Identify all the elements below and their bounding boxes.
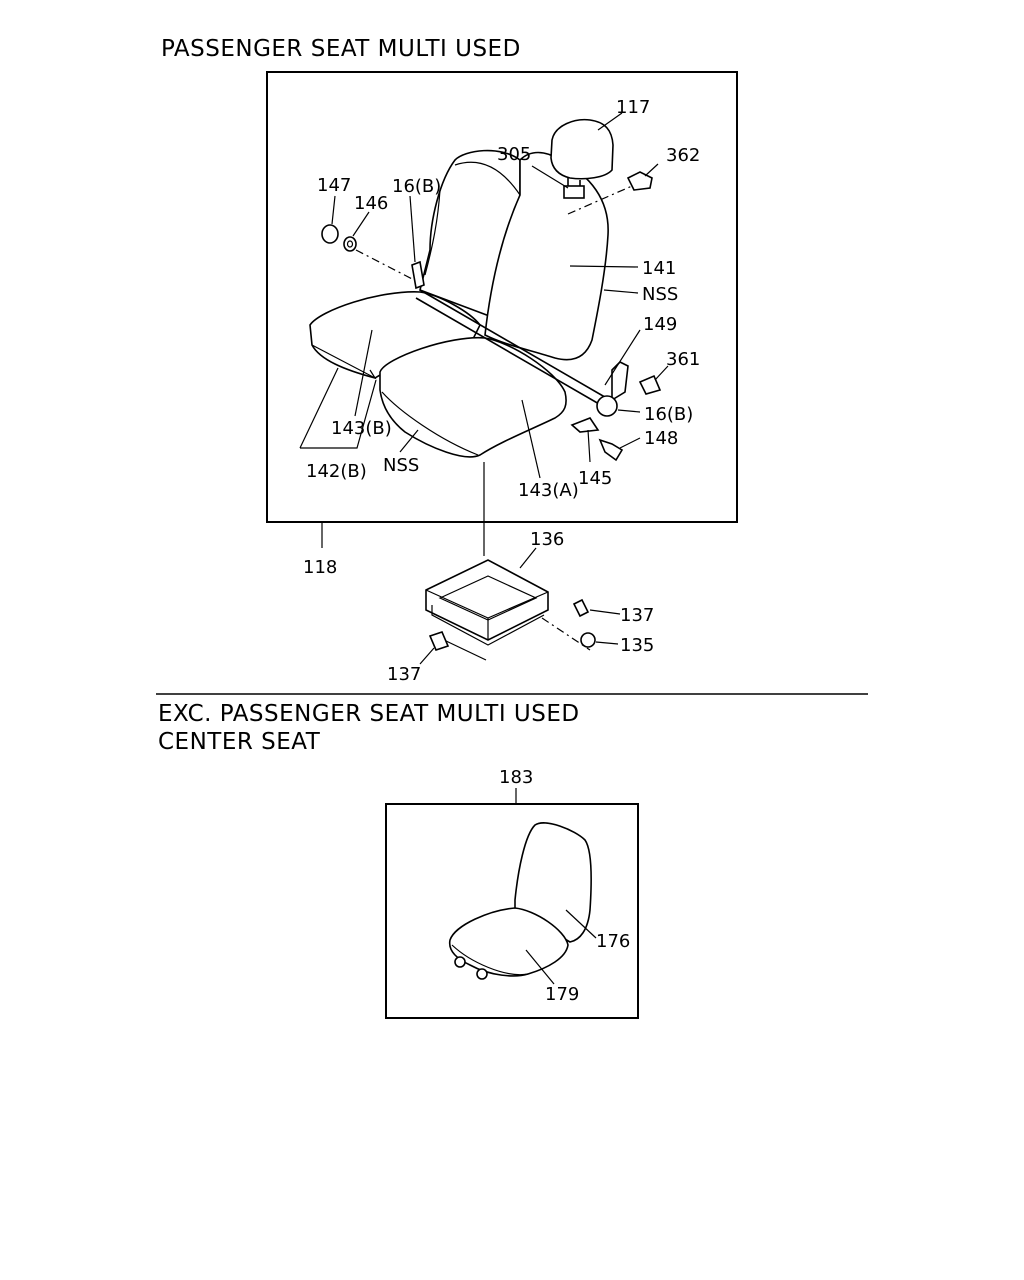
- seat-cushion-left: [309, 291, 481, 380]
- lever-145: [570, 417, 600, 433]
- callout-135: 135: [620, 635, 654, 656]
- callout-16b-right: 16(B): [644, 404, 693, 425]
- callout-118: 118: [303, 557, 337, 578]
- washer-146: [343, 236, 357, 252]
- callout-136: 136: [530, 529, 564, 550]
- nut-147: [321, 224, 339, 244]
- callout-137-left: 137: [387, 664, 421, 685]
- callout-179: 179: [545, 984, 579, 1005]
- callout-361: 361: [666, 349, 700, 370]
- callout-nss-cushion: NSS: [383, 455, 419, 476]
- callout-137-right: 137: [620, 605, 654, 626]
- callout-148: 148: [644, 428, 678, 449]
- center-seat-frame: [385, 803, 639, 1019]
- bolt-137-right: [572, 598, 590, 618]
- callout-143a: 143(A): [518, 480, 579, 501]
- callout-16b-top: 16(B): [392, 176, 441, 197]
- callout-nss-back: NSS: [642, 284, 678, 305]
- bolt-137-left: [428, 631, 450, 651]
- bolt-361: [638, 374, 662, 395]
- callout-176: 176: [596, 931, 630, 952]
- seat-assembly-frame: [266, 71, 738, 523]
- callout-141: 141: [642, 258, 676, 279]
- bolt-148: [598, 438, 624, 462]
- bracket-149: [611, 361, 629, 402]
- nut-135: [580, 632, 596, 648]
- callout-142b: 142(B): [306, 461, 367, 482]
- headrest-clip: [563, 185, 585, 199]
- hinge-16b-right: [596, 395, 618, 417]
- seat-base-frame: [425, 559, 549, 661]
- section-title-passenger-seat: PASSENGER SEAT MULTI USED: [161, 36, 521, 62]
- hinge-rod: [419, 289, 611, 401]
- section-title-center-seat: CENTER SEAT: [158, 729, 321, 755]
- callout-143b: 143(B): [331, 418, 392, 439]
- hinge-16b-top: [411, 260, 425, 290]
- callout-305: 305: [497, 144, 531, 165]
- callout-183: 183: [499, 767, 533, 788]
- callout-117: 117: [616, 97, 650, 118]
- seat-back: [419, 149, 609, 361]
- callout-145: 145: [578, 468, 612, 489]
- callout-149: 149: [643, 314, 677, 335]
- callout-146: 146: [354, 193, 388, 214]
- headrest-cap: [626, 171, 653, 191]
- callout-147: 147: [317, 175, 351, 196]
- section-title-exc-passenger-seat: EXC. PASSENGER SEAT MULTI USED: [158, 701, 580, 727]
- seat-cushion-right: [379, 337, 567, 458]
- center-seat: [448, 822, 592, 980]
- callout-362: 362: [666, 145, 700, 166]
